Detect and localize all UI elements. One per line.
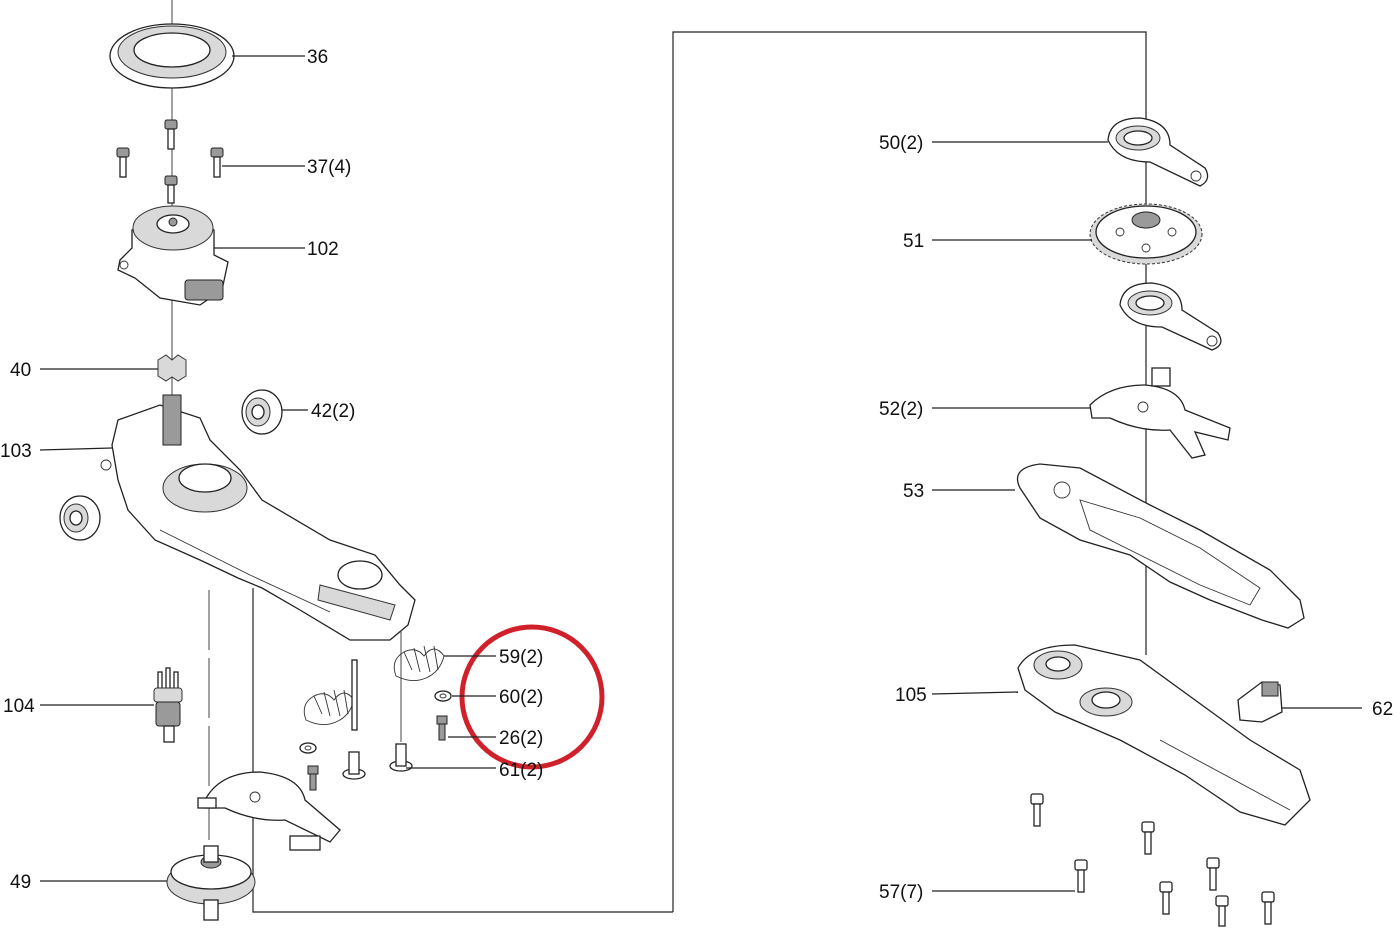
part-26-screw <box>436 715 448 741</box>
part-51-main-gear <box>1089 203 1203 265</box>
part-50-crank-arm-second <box>1119 282 1222 351</box>
part-59-spring-second <box>303 689 355 725</box>
label-part-26: 26(2) <box>499 728 543 749</box>
part-62-clip <box>1237 681 1283 723</box>
label-part-62: 62 <box>1372 699 1393 720</box>
label-part-104: 104 <box>3 696 35 717</box>
label-part-42: 42(2) <box>311 401 355 422</box>
assembly-frame-lines <box>171 0 1147 913</box>
label-part-40: 40 <box>10 360 31 381</box>
part-50-crank-arm <box>1107 117 1209 187</box>
label-part-59: 59(2) <box>499 647 543 668</box>
part-52-plate-right <box>1089 367 1231 459</box>
label-part-49: 49 <box>10 872 31 893</box>
part-57-screws <box>1030 793 1275 927</box>
part-42-bearing-second <box>59 495 101 541</box>
label-part-37: 37(4) <box>307 157 351 178</box>
part-36-seal-ring <box>109 23 235 89</box>
label-part-57: 57(7) <box>879 882 923 903</box>
label-part-52: 52(2) <box>879 399 923 420</box>
label-part-50: 50(2) <box>879 133 923 154</box>
part-60-washer-second <box>299 742 317 754</box>
part-61-pin-second <box>342 659 366 780</box>
label-part-36: 36 <box>307 47 328 68</box>
label-part-51: 51 <box>903 231 924 252</box>
part-103-gear-housing <box>100 394 416 641</box>
part-42-bearing <box>241 389 283 435</box>
part-26-screw-second <box>307 765 319 791</box>
part-labels: 36 37(4) 102 40 42(2) 103 104 49 59(2) 6… <box>0 47 1393 903</box>
leader-lines <box>39 55 1362 892</box>
label-part-105: 105 <box>895 685 927 706</box>
label-part-60: 60(2) <box>499 687 543 708</box>
part-40-pinion <box>157 354 187 382</box>
label-part-53: 53 <box>903 481 924 502</box>
part-60-washer <box>434 690 452 702</box>
part-104-gear-shaft <box>153 667 183 743</box>
part-102-motor <box>117 205 229 306</box>
part-53-gasket <box>1016 463 1305 629</box>
part-105-lower-housing <box>1017 644 1311 826</box>
part-52-plate-left <box>197 771 341 851</box>
label-part-61: 61(2) <box>499 760 543 781</box>
highlight-circle <box>459 624 605 770</box>
part-61-pin <box>389 630 413 772</box>
label-part-102: 102 <box>307 239 339 260</box>
part-59-spring <box>393 645 445 681</box>
label-part-103: 103 <box>0 441 32 462</box>
part-37-screws <box>116 119 224 204</box>
part-49-gear <box>166 845 256 921</box>
